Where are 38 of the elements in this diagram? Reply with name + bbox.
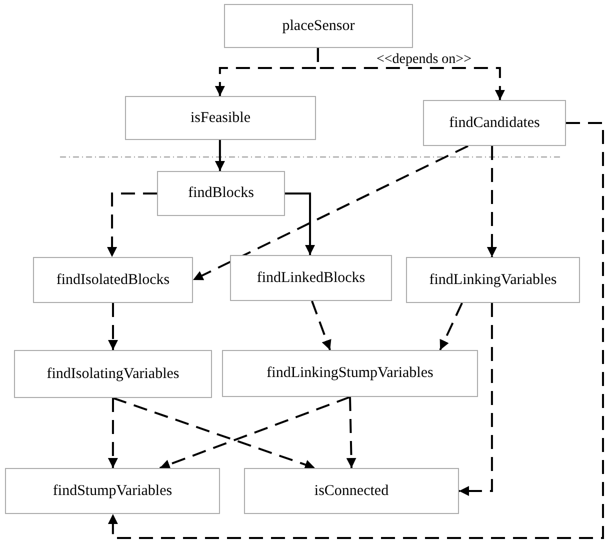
arrow: [108, 398, 118, 468]
box-label: findLinkingStumpVariables: [266, 364, 434, 384]
box-label: isConnected: [314, 482, 389, 501]
box-label: findIsolatedBlocks: [56, 270, 170, 290]
arrow: [486, 146, 497, 257]
process-box: [14, 350, 212, 398]
box-label: findBlocks: [188, 184, 254, 204]
arrow: [439, 302, 463, 350]
box-label: findLinkedBlocks: [256, 268, 366, 288]
box-label: findLinkingVariables: [429, 270, 557, 290]
box-label: findCandidates: [449, 114, 540, 133]
process-box: [244, 468, 459, 514]
arrow: [108, 122, 604, 539]
process-box: [222, 350, 478, 397]
edge-label: <<depends on>>: [374, 53, 474, 67]
arrow: [107, 192, 157, 257]
arrow: [192, 145, 468, 281]
arrow: [214, 140, 225, 171]
arrow: [316, 48, 505, 100]
process-box: [406, 257, 580, 303]
process-box: [230, 255, 392, 301]
process-box: [423, 100, 566, 146]
process-box: [157, 171, 285, 216]
arrow: [285, 192, 316, 255]
box-label: findIsolatingVariables: [46, 364, 180, 384]
arrow: [459, 303, 493, 496]
process-box: [5, 468, 220, 514]
box-label: findStumpVariables: [52, 482, 172, 501]
box-label: isFeasible: [190, 108, 250, 128]
process-box: [224, 4, 413, 48]
process-box: [33, 257, 193, 303]
arrow: [112, 397, 316, 470]
arrow: [159, 396, 350, 470]
arrow: [346, 396, 356, 468]
process-box: [125, 96, 316, 140]
arrow: [108, 303, 118, 350]
arrow: [311, 300, 332, 350]
box-label: placeSensor: [282, 16, 355, 36]
